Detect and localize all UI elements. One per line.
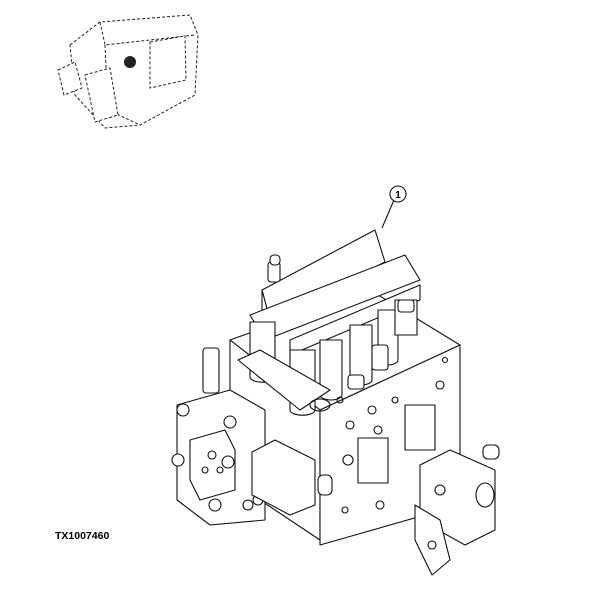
figure-id: TX1007460 (55, 530, 110, 542)
control-valve-assembly (171, 229, 500, 576)
callout-1: 1 (381, 185, 407, 229)
machine-locator-thumbnail (57, 14, 199, 129)
component-location-marker (124, 56, 136, 68)
callout-label: 1 (395, 190, 401, 201)
